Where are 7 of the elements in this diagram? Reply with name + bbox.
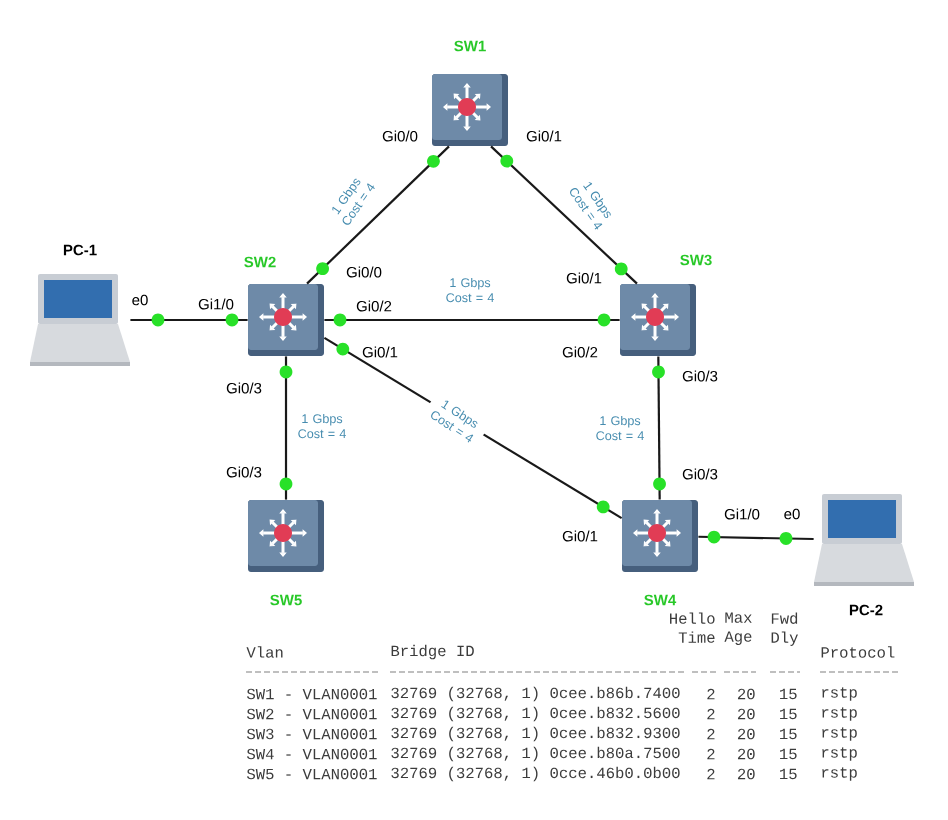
link-line xyxy=(306,145,450,285)
link-line xyxy=(324,318,620,322)
link-line xyxy=(698,535,814,541)
link-line xyxy=(130,318,248,322)
link-line xyxy=(490,145,638,285)
link-line xyxy=(657,356,661,500)
link-line xyxy=(284,356,288,500)
